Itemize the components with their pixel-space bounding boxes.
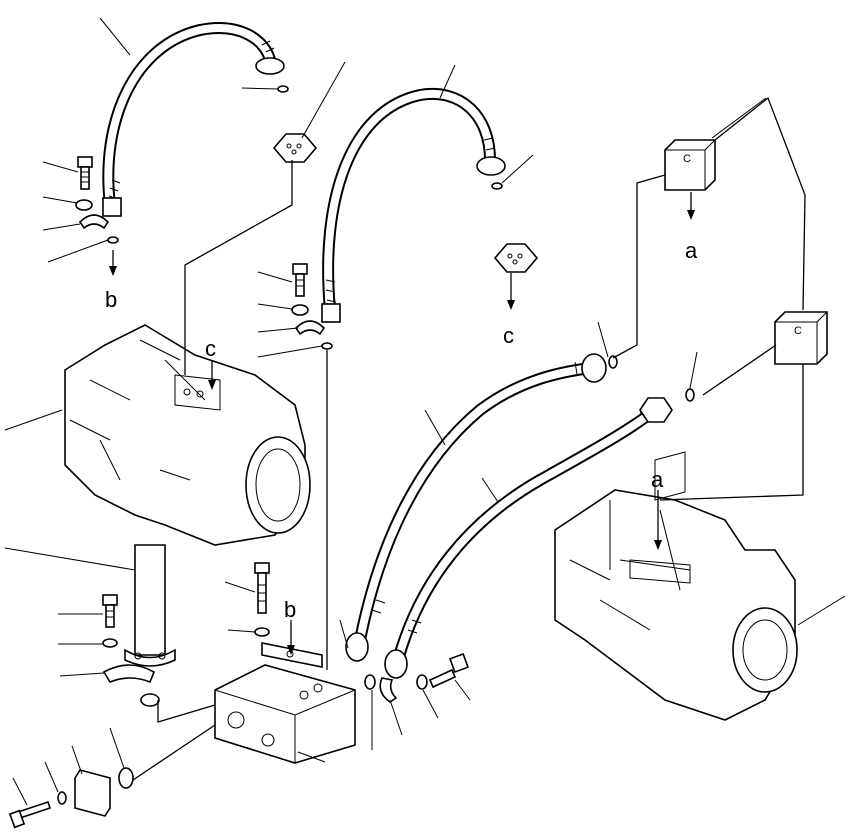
cover-plate <box>74 769 111 817</box>
svg-text:C: C <box>683 153 691 165</box>
split-flange-upper-left <box>78 214 110 230</box>
washer-lower-center <box>254 627 270 637</box>
arrow-a-right <box>687 192 695 220</box>
callout-b-upper: b <box>105 287 117 312</box>
o-ring-right-2 <box>685 388 695 402</box>
bolt-lower-left <box>102 594 118 628</box>
o-ring-hose-lower <box>364 674 376 690</box>
block-c-upper: C <box>664 139 716 191</box>
arrow-b-upper <box>109 250 117 276</box>
bolt-lower-right <box>428 653 469 689</box>
connector-lines <box>132 96 806 781</box>
arrow-c-upper <box>208 360 216 390</box>
washer-upper-left <box>75 199 93 211</box>
flange-plate-upper-center <box>493 243 539 273</box>
leader-lines <box>4 17 846 806</box>
washer-cover <box>57 791 67 805</box>
washer-upper-center <box>291 304 309 316</box>
o-ring-upper-left-2 <box>277 85 289 93</box>
valve-block <box>214 642 356 764</box>
callout-a-right: a <box>685 238 698 263</box>
pump-left <box>64 324 311 546</box>
bolt-upper-left <box>77 156 93 190</box>
bolt-lower-center <box>254 562 270 614</box>
arrow-c-center <box>507 273 515 310</box>
callout-b-valve: b <box>284 597 296 622</box>
hose-lower-right <box>384 397 673 679</box>
svg-text:C: C <box>794 325 802 337</box>
hose-lower-center <box>345 353 607 662</box>
bolt-upper-center <box>292 263 308 297</box>
callout-a-pump: a <box>651 467 664 492</box>
o-ring-upper-center-2 <box>491 182 503 190</box>
block-c-lower: C <box>774 311 828 365</box>
washer-lower-left <box>102 638 118 648</box>
bolt-cover <box>8 800 52 829</box>
o-ring-right-1 <box>608 355 618 369</box>
callout-c-upper: c <box>205 336 216 361</box>
callout-c-center: c <box>503 323 514 348</box>
pipe-lower-left <box>124 544 176 667</box>
washer-lower-right <box>416 674 428 690</box>
hose-upper-left <box>102 22 285 217</box>
hose-upper-center <box>321 87 506 323</box>
arrow-b-valve <box>287 620 295 655</box>
o-ring-upper-left <box>107 236 119 244</box>
o-ring-valve <box>118 767 134 789</box>
arrow-a-pump <box>654 490 662 550</box>
split-flange-lower-right <box>379 677 398 703</box>
o-ring-lower-left <box>140 693 160 707</box>
split-flange-lower-left <box>102 664 156 684</box>
o-ring-upper-center <box>321 342 333 350</box>
flange-plate-upper-left <box>272 133 318 163</box>
split-flange-upper-center <box>294 320 326 336</box>
pump-right <box>554 451 798 721</box>
